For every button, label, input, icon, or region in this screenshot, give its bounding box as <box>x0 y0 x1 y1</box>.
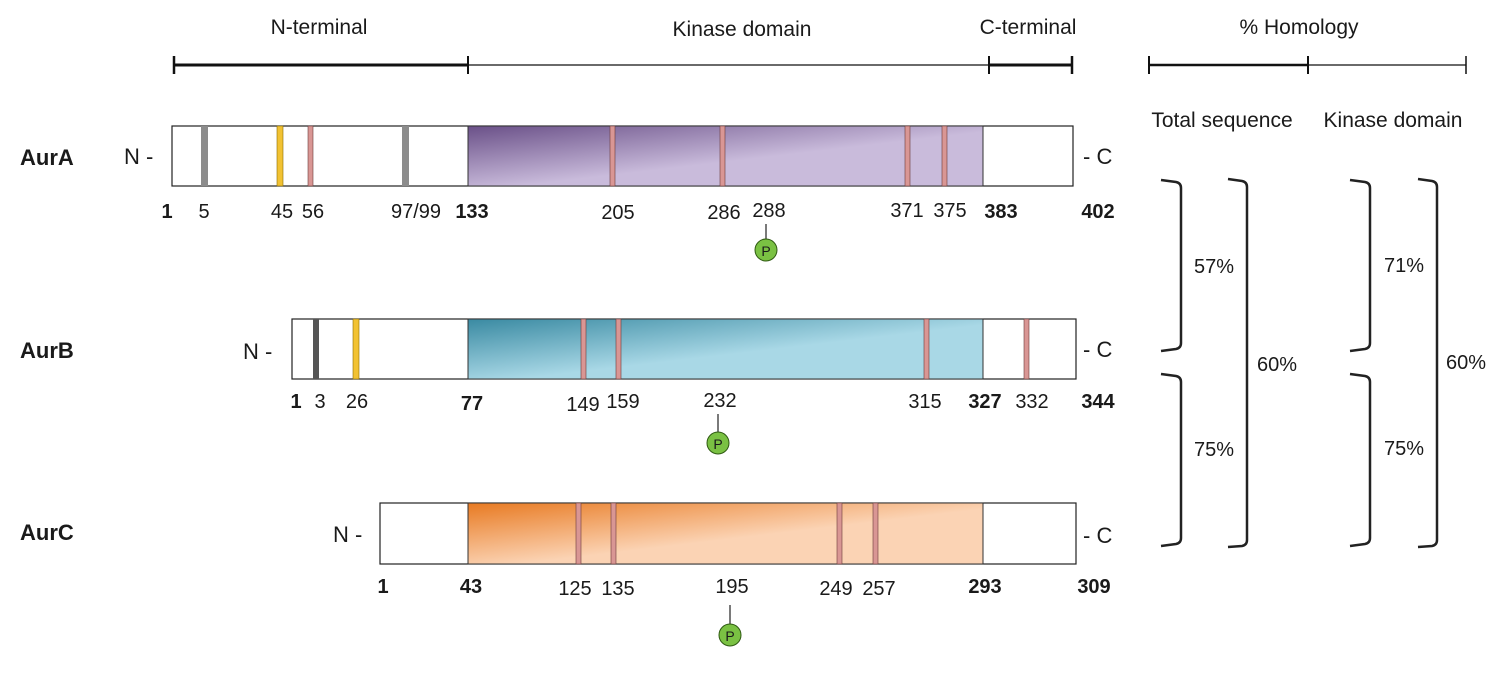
protein-aura: AurA N - - C 1 5 45 56 97/99 133 205 286… <box>20 125 1115 262</box>
position-label: 77 <box>461 393 483 415</box>
site-marker <box>904 125 911 187</box>
site-marker <box>201 126 208 186</box>
region-header: N-terminal Kinase domain C-terminal % Ho… <box>172 16 1467 132</box>
kinase-domain-header: Kinase domain <box>673 18 812 41</box>
position-label: 5 <box>198 201 209 223</box>
kinase-domain-block <box>467 502 984 565</box>
site-marker <box>575 502 582 565</box>
bracket-b-c <box>1160 372 1183 548</box>
n-terminus-label: N - <box>243 339 272 364</box>
phosphorylation-icon: P <box>754 224 778 262</box>
position-label: 195 <box>715 576 748 598</box>
site-marker <box>719 125 726 187</box>
phosphorylation-icon: P <box>706 414 730 455</box>
bracket-a-b <box>1160 178 1183 353</box>
protein-name: AurA <box>20 145 74 170</box>
position-label: 1 <box>161 201 172 223</box>
homology-value: 57% <box>1194 256 1234 278</box>
position-label: 286 <box>707 202 740 224</box>
position-label: 309 <box>1077 576 1110 598</box>
site-marker <box>610 502 617 565</box>
svg-text:P: P <box>761 243 770 259</box>
bracket-a-c <box>1227 177 1249 549</box>
bracket-b-c <box>1349 372 1372 548</box>
kinase-domain-block <box>467 318 984 380</box>
site-marker <box>615 318 622 380</box>
homology-value: 75% <box>1384 438 1424 460</box>
homology-total-sequence <box>1160 177 1249 549</box>
site-marker <box>1023 318 1030 380</box>
svg-text:P: P <box>725 628 734 644</box>
position-label: 383 <box>984 201 1017 223</box>
site-marker <box>402 126 409 186</box>
c-terminus-label: - C <box>1083 523 1112 548</box>
position-label: 402 <box>1081 201 1114 223</box>
position-label: 257 <box>862 578 895 600</box>
protein-aurb: AurB N - - C 1 3 26 77 149 159 232 315 3… <box>20 318 1116 455</box>
position-label: 344 <box>1081 391 1115 413</box>
protein-aurc: AurC N - - C 1 43 125 135 195 249 257 29… <box>20 502 1112 647</box>
protein-name: AurB <box>20 338 74 363</box>
position-label: 45 <box>271 201 293 223</box>
position-label: 332 <box>1015 391 1048 413</box>
position-label: 288 <box>752 200 785 222</box>
site-marker <box>923 318 930 380</box>
svg-text:P: P <box>713 436 722 452</box>
position-label: 371 <box>890 200 923 222</box>
position-label: 133 <box>455 201 488 223</box>
position-label: 205 <box>601 202 634 224</box>
position-label: 56 <box>302 201 324 223</box>
position-label: 149 <box>566 394 599 416</box>
phosphorylation-icon: P <box>718 605 742 647</box>
position-label: 375 <box>933 200 966 222</box>
site-marker <box>352 318 360 380</box>
kinase-domain-block <box>467 125 984 187</box>
position-label: 232 <box>703 390 736 412</box>
c-terminal-header: C-terminal <box>980 16 1077 39</box>
site-marker <box>836 502 843 565</box>
position-label: 1 <box>377 576 388 598</box>
position-label: 125 <box>558 578 591 600</box>
homology-header: % Homology <box>1239 16 1359 39</box>
bracket-a-c <box>1417 177 1439 549</box>
n-terminus-label: N - <box>333 522 362 547</box>
n-terminal-header: N-terminal <box>271 16 368 39</box>
kinase-domain-column-header: Kinase domain <box>1324 109 1463 132</box>
site-marker <box>313 319 319 379</box>
homology-value: 75% <box>1194 439 1234 461</box>
n-terminus-label: N - <box>124 144 153 169</box>
site-marker <box>941 125 948 187</box>
site-marker <box>609 125 616 187</box>
position-label: 327 <box>968 391 1001 413</box>
protein-name: AurC <box>20 520 74 545</box>
homology-value: 71% <box>1384 255 1424 277</box>
position-label: 43 <box>460 576 482 598</box>
site-marker <box>307 125 314 187</box>
total-sequence-header: Total sequence <box>1151 109 1292 132</box>
position-label: 135 <box>601 578 634 600</box>
site-marker <box>872 502 879 565</box>
position-label: 159 <box>606 391 639 413</box>
position-label: 293 <box>968 576 1001 598</box>
position-label: 97/99 <box>391 201 441 223</box>
homology-value: 60% <box>1446 352 1486 374</box>
homology-value: 60% <box>1257 354 1297 376</box>
position-label: 3 <box>314 391 325 413</box>
bracket-a-b <box>1349 178 1372 353</box>
c-terminus-label: - C <box>1083 144 1112 169</box>
position-label: 315 <box>908 391 941 413</box>
site-marker <box>580 318 587 380</box>
position-label: 26 <box>346 391 368 413</box>
position-label: 1 <box>290 391 301 413</box>
c-terminus-label: - C <box>1083 337 1112 362</box>
homology-kinase-domain <box>1349 177 1439 549</box>
position-label: 249 <box>819 578 852 600</box>
site-marker <box>276 125 284 187</box>
